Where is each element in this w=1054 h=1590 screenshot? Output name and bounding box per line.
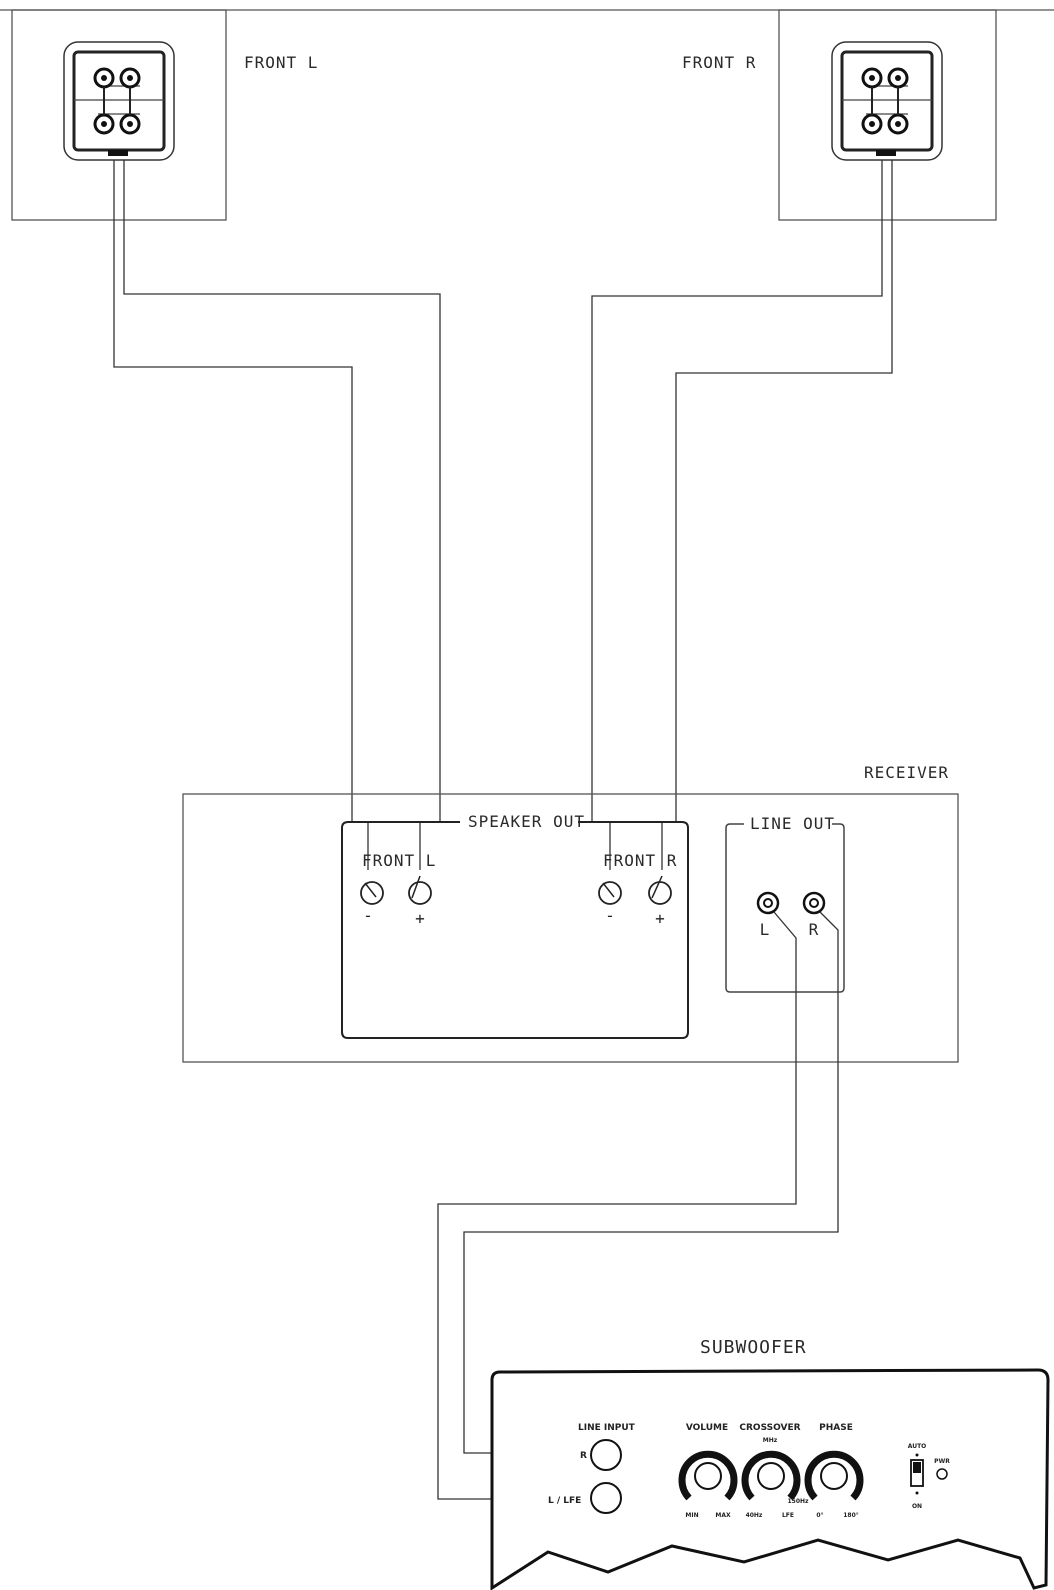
volume-max-label: MAX [715, 1512, 731, 1519]
phase-high-label: 180° [843, 1512, 859, 1519]
receiver: RECEIVER SPEAKER OUT FRONT L FRONT R [182, 763, 959, 1063]
front-left-terminal-plate-icon [63, 41, 175, 161]
front-left-speaker-box [11, 9, 227, 221]
volume-label: VOLUME [686, 1423, 728, 1433]
front-left-negative-wire [113, 160, 369, 870]
line-out-left-label: L [760, 920, 771, 939]
phase-low-label: 0° [816, 1512, 823, 1519]
front-right-wires [591, 160, 893, 870]
front-left-negative-terminal-icon [360, 881, 384, 905]
speaker-out-frame [341, 821, 689, 1039]
line-input-r-jack-icon [590, 1439, 622, 1471]
crossover-low-label: 40Hz [746, 1512, 763, 1519]
front-left-wires [113, 160, 441, 870]
front-right-minus-sign: - [605, 906, 615, 925]
speaker-out-front-right-label: FRONT R [603, 851, 677, 870]
line-out-right-label: R [809, 920, 820, 939]
auto-dot-icon [915, 1453, 919, 1457]
front-right-negative-terminal-icon [598, 881, 622, 905]
subwoofer: SUBWOOFER LINE INPUT R L / LFE VOLUME CR… [490, 1337, 1050, 1590]
line-out-frame [725, 823, 845, 993]
line-input-l-label: L / LFE [548, 1496, 581, 1506]
on-dot-icon [915, 1491, 919, 1495]
receiver-box [182, 793, 959, 1063]
phase-label: PHASE [819, 1423, 853, 1433]
front-left-positive-terminal-icon [408, 875, 432, 905]
phase-knob-icon [804, 1450, 864, 1501]
pwr-label: PWR [934, 1458, 950, 1465]
auto-label: AUTO [908, 1443, 927, 1450]
front-left-positive-wire [123, 160, 441, 870]
speaker-out-panel: SPEAKER OUT FRONT L FRONT R - + - [341, 812, 689, 1039]
crossover-high-label: LFE [782, 1512, 794, 1519]
front-left-speaker: FRONT L [11, 9, 318, 221]
front-right-terminal-plate-icon [831, 41, 943, 161]
speaker-out-label: SPEAKER OUT [468, 812, 585, 831]
front-right-negative-wire [591, 160, 883, 870]
line-right-cable [463, 911, 839, 1454]
front-right-plus-sign: + [655, 909, 665, 928]
front-right-positive-terminal-icon [648, 875, 672, 905]
front-left-speaker-label: FRONT L [244, 53, 318, 72]
volume-min-label: MIN [685, 1512, 698, 1519]
power-switch-lever [913, 1462, 921, 1473]
front-right-speaker: FRONT R [682, 9, 997, 221]
line-input-r-label: R [580, 1451, 587, 1461]
subwoofer-label: SUBWOOFER [700, 1337, 807, 1358]
power-led-icon [936, 1468, 948, 1480]
crossover-label: CROSSOVER [739, 1423, 800, 1433]
front-right-positive-wire [661, 160, 893, 870]
crossover-top-label: MHz [763, 1437, 778, 1444]
speaker-out-front-left-label: FRONT L [362, 851, 436, 870]
volume-knob-icon [678, 1450, 738, 1501]
on-label: ON [912, 1503, 922, 1510]
front-left-minus-sign: - [363, 906, 373, 925]
line-out-panel: LINE OUT L R [725, 814, 845, 993]
line-input-l-jack-icon [590, 1482, 622, 1514]
crossover-knob-icon [741, 1450, 801, 1501]
line-out-right-jack-icon [802, 891, 826, 915]
front-left-plus-sign: + [415, 909, 425, 928]
line-left-cable [437, 911, 797, 1500]
line-out-left-jack-icon [756, 891, 780, 915]
front-right-speaker-label: FRONT R [682, 53, 756, 72]
crossover-mid-label: 150Hz [787, 1498, 809, 1505]
line-input-label: LINE INPUT [578, 1423, 636, 1433]
receiver-label: RECEIVER [864, 763, 949, 782]
front-right-speaker-box [778, 9, 997, 221]
line-out-label: LINE OUT [750, 814, 835, 833]
